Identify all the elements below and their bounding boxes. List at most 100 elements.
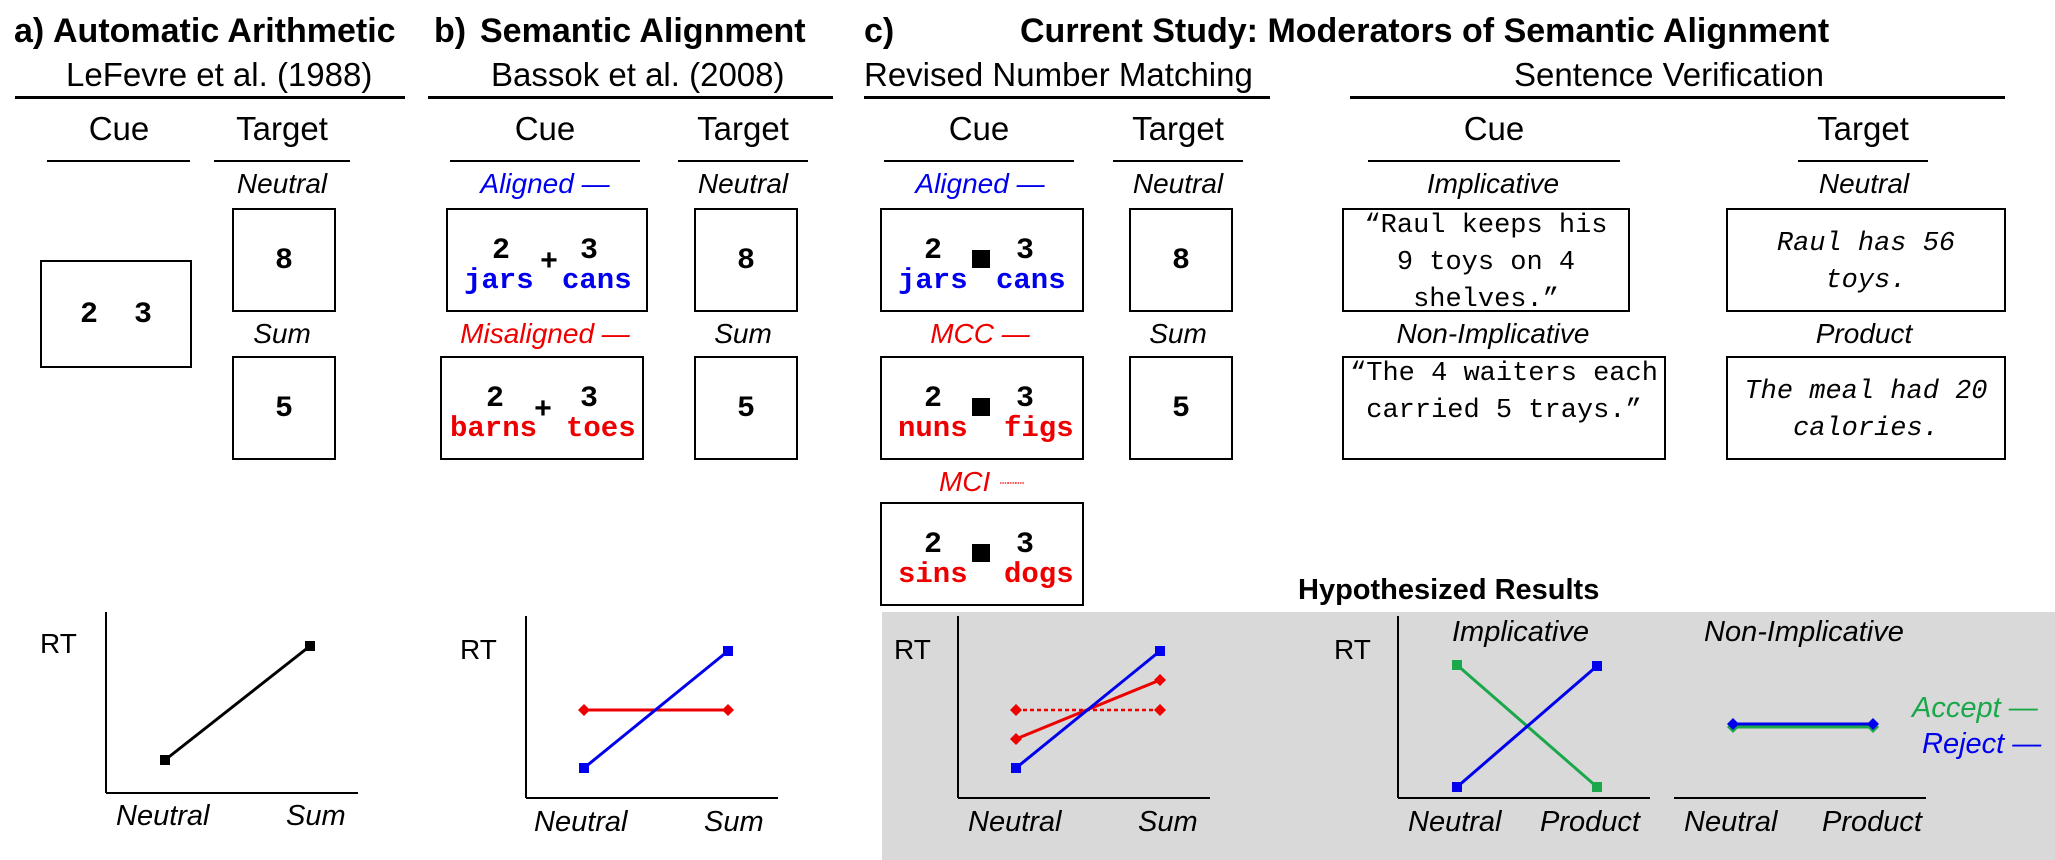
sv-target-neutral-label: Neutral bbox=[1818, 168, 1910, 199]
panel-a-series-line bbox=[164, 644, 311, 762]
rnm-target-sum-box: 5 bbox=[1129, 356, 1233, 460]
rnm-aligned-right-num: 3 bbox=[1016, 234, 1035, 268]
sv-target-neutral-text: Raul has 56 toys. bbox=[1776, 229, 1956, 296]
panel-b-target-neutral-box: 8 bbox=[694, 208, 798, 312]
results-rnm-x-sum: Sum bbox=[1138, 806, 1198, 838]
rnm-title: Revised Number Matching bbox=[864, 56, 1253, 93]
panel-b-misaligned-operator: + bbox=[534, 394, 553, 428]
panel-a-target-sum-value: 5 bbox=[274, 392, 293, 426]
sv-nonimplicative-cue-text: “The 4 waiters each carried 5 trays.” bbox=[1350, 359, 1658, 426]
panel-b-citation: Bassok et al. (2008) bbox=[491, 56, 785, 93]
sv-target-product-label: Product bbox=[1815, 318, 1913, 349]
rnm-target-rule bbox=[1113, 160, 1243, 162]
rnm-rule bbox=[864, 96, 1270, 99]
rnm-aligned-right-word: cans bbox=[996, 264, 1066, 297]
panel-b-target-rule bbox=[678, 160, 808, 162]
rnm-target-sum-label: Sum bbox=[1149, 318, 1207, 349]
panel-a-point-sum bbox=[305, 641, 315, 651]
results-implicative-label: Implicative bbox=[1452, 616, 1589, 648]
panel-b-aligned-point-neutral bbox=[579, 763, 589, 773]
panel-b-aligned-operator: + bbox=[540, 246, 559, 280]
panel-b-aligned-point-sum bbox=[723, 646, 733, 656]
rnm-target-neutral-value: 8 bbox=[1171, 244, 1190, 278]
sv-target-product-box: The meal had 20 calories. bbox=[1726, 356, 2006, 460]
results-implicative-reject-point-neutral bbox=[1452, 782, 1462, 792]
sv-target-header: Target bbox=[1817, 110, 1909, 147]
panel-b-rule bbox=[428, 96, 833, 99]
rnm-mci-left-num: 2 bbox=[924, 528, 943, 562]
panel-a-target-sum-label: Sum bbox=[253, 318, 311, 349]
rnm-mci-mask-square bbox=[972, 544, 990, 562]
panel-b-misaligned-point-neutral bbox=[578, 704, 590, 716]
rnm-target-sum-value: 5 bbox=[1171, 392, 1190, 426]
rnm-mcc-left-num: 2 bbox=[924, 382, 943, 416]
rnm-mcc-right-num: 3 bbox=[1016, 382, 1035, 416]
panel-a-target-sum-box: 5 bbox=[232, 356, 336, 460]
sv-target-neutral-box: Raul has 56 toys. bbox=[1726, 208, 2006, 312]
results-nonimplicative-reject-point-product bbox=[1867, 718, 1879, 730]
rnm-mci-left-word: sins bbox=[898, 558, 968, 591]
results-rnm-ylabel: RT bbox=[894, 634, 931, 665]
rnm-cue-rule bbox=[884, 160, 1074, 162]
panel-b-misaligned-right-word: toes bbox=[566, 412, 636, 445]
results-rnm-mci-point-sum bbox=[1154, 704, 1166, 716]
sv-title: Sentence Verification bbox=[1514, 56, 1825, 93]
panel-a-x-neutral: Neutral bbox=[116, 800, 210, 832]
panel-a-target-neutral-box: 8 bbox=[232, 208, 336, 312]
results-implicative-x-neutral: Neutral bbox=[1408, 806, 1502, 838]
rnm-mci-label: MCI ┈┈┈ bbox=[938, 466, 1023, 497]
rnm-target-neutral-box: 8 bbox=[1129, 208, 1233, 312]
panel-a-cue-box: 2 3 bbox=[40, 260, 192, 368]
rnm-target-neutral-label: Neutral bbox=[1132, 168, 1224, 199]
panel-b-target-sum-label: Sum bbox=[714, 318, 772, 349]
rnm-aligned-left-num: 2 bbox=[924, 234, 943, 268]
panel-b-misaligned-left-word: barns bbox=[450, 412, 538, 445]
rnm-target-header: Target bbox=[1132, 110, 1224, 147]
results-implicative-accept-point-neutral bbox=[1452, 660, 1462, 670]
sv-nonimplicative-cue-box: “The 4 waiters each carried 5 trays.” bbox=[1342, 356, 1666, 460]
panel-b-aligned-label: Aligned — bbox=[480, 168, 610, 199]
results-sv-ylabel: RT bbox=[1334, 634, 1371, 665]
sv-implicative-cue-text: “Raul keeps his 9 toys on 4 shelves.” bbox=[1364, 211, 1608, 315]
panel-a-target-neutral-value: 8 bbox=[274, 244, 293, 278]
panel-a-title: Automatic Arithmetic bbox=[53, 12, 396, 50]
sv-implicative-cue-box: “Raul keeps his 9 toys on 4 shelves.” bbox=[1342, 208, 1630, 315]
panel-a-target-header: Target bbox=[236, 110, 328, 147]
results-rnm-aligned-line bbox=[1015, 649, 1161, 770]
rnm-mcc-right-word: figs bbox=[1004, 412, 1074, 445]
panel-b-aligned-left-word: jars bbox=[464, 264, 534, 297]
results-nonimplicative-label: Non-Implicative bbox=[1704, 616, 1904, 648]
panel-b-aligned-line bbox=[583, 649, 729, 770]
panel-b-aligned-right-word: cans bbox=[562, 264, 632, 297]
rnm-mcc-mask-square bbox=[972, 398, 990, 416]
results-nonimplicative-x-neutral: Neutral bbox=[1684, 806, 1778, 838]
panel-b-target-header: Target bbox=[697, 110, 789, 147]
panel-a-letter: a) bbox=[14, 12, 45, 50]
panel-a-x-sum: Sum bbox=[286, 800, 346, 832]
panel-b-misaligned-right-num: 3 bbox=[580, 382, 599, 416]
panel-a-cue-header: Cue bbox=[88, 110, 150, 147]
sv-implicative-label: Implicative bbox=[1426, 168, 1560, 199]
rnm-aligned-label: Aligned — bbox=[915, 168, 1045, 199]
panel-a-cue-rule bbox=[47, 160, 190, 162]
panel-b-x-sum: Sum bbox=[704, 806, 764, 838]
rnm-cue-header: Cue bbox=[948, 110, 1010, 147]
rnm-mcc-label: MCC — bbox=[930, 318, 1030, 349]
panel-b-target-neutral-value: 8 bbox=[736, 244, 755, 278]
sv-cue-rule bbox=[1368, 160, 1620, 162]
panel-b-letter: b) bbox=[434, 12, 467, 50]
panel-b-title: Semantic Alignment bbox=[480, 12, 806, 50]
results-implicative-reject-line bbox=[1456, 664, 1598, 789]
panel-b-cue-header: Cue bbox=[514, 110, 576, 147]
panel-b-misaligned-label: Misaligned — bbox=[460, 318, 630, 349]
panel-b-aligned-cue-box: 2 + 3 jars cans bbox=[446, 208, 648, 312]
rnm-mci-cue-box: 2 3 sins dogs bbox=[880, 502, 1084, 606]
rnm-mci-right-num: 3 bbox=[1016, 528, 1035, 562]
results-implicative-x-product: Product bbox=[1540, 806, 1640, 838]
panel-a-target-neutral-label: Neutral bbox=[236, 168, 328, 199]
rnm-aligned-left-word: jars bbox=[898, 264, 968, 297]
results-nonimplicative-reject-point-neutral bbox=[1727, 718, 1739, 730]
